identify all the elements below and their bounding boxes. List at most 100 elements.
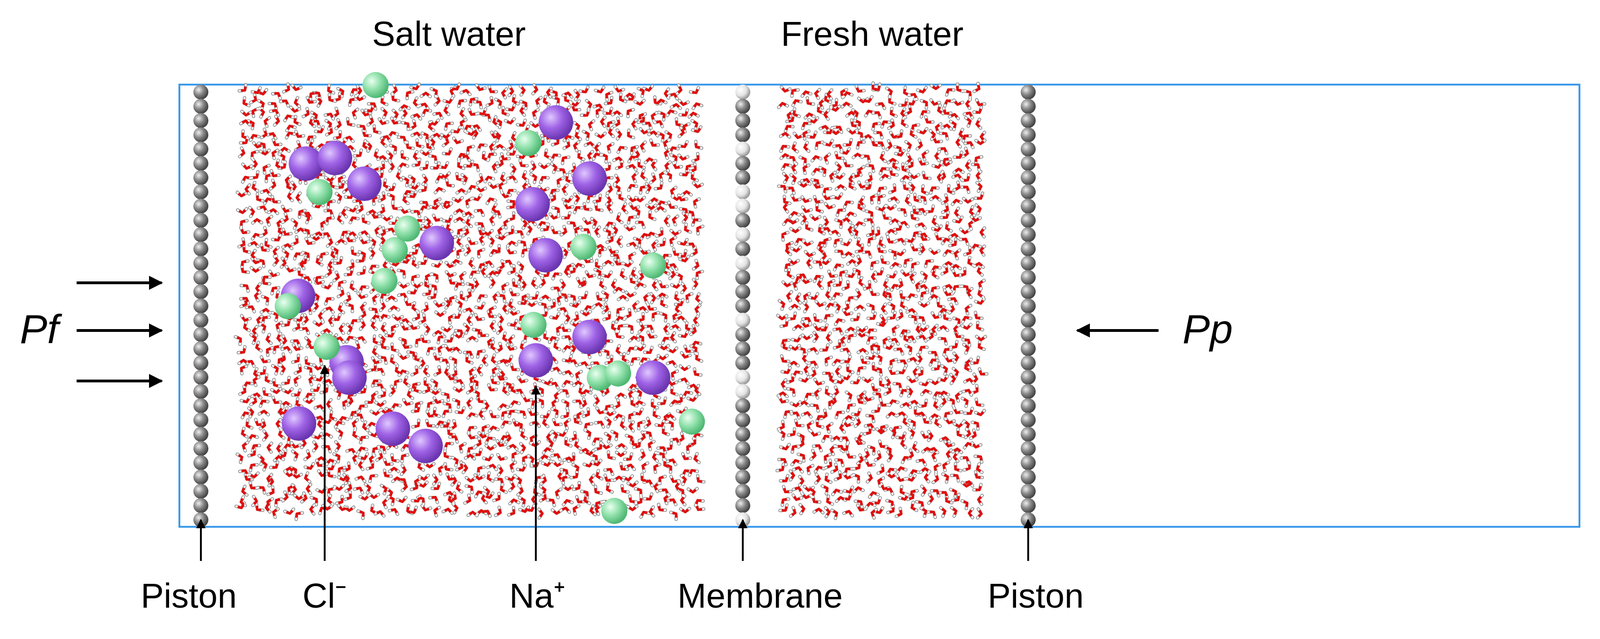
membrane-atom [735, 241, 751, 257]
oxygen-stick [238, 85, 985, 517]
pressure-label: Pp [1182, 308, 1233, 350]
piston-atom [1020, 412, 1036, 428]
sodium-ion [332, 360, 367, 395]
piston-atom [193, 127, 209, 143]
piston-atom [1020, 270, 1036, 285]
part-label: Piston [987, 578, 1084, 613]
piston-atom [193, 455, 209, 470]
sodium-ion [408, 428, 443, 463]
chloride-ion [570, 233, 597, 260]
sodium-ion [515, 186, 550, 222]
piston-atom [1020, 426, 1036, 442]
hydrogen-bond-outline [235, 82, 987, 520]
piston-atom [193, 341, 209, 356]
piston-atom [1020, 497, 1036, 513]
membrane-atom [735, 170, 751, 185]
pressure-arrow [76, 281, 162, 285]
membrane-atom [735, 141, 751, 157]
membrane-atom [735, 341, 751, 356]
piston-atom [1020, 298, 1036, 314]
piston-atom [193, 241, 209, 257]
leader-line [741, 519, 744, 561]
piston-atom [1020, 455, 1036, 470]
piston-atom [193, 141, 209, 157]
piston-atom [1020, 198, 1036, 214]
piston-atom [1020, 227, 1036, 242]
piston-atom [193, 170, 209, 185]
piston-atom [1020, 255, 1036, 271]
membrane-atom [735, 99, 751, 114]
piston-atom [193, 412, 209, 428]
membrane-atom [735, 84, 751, 100]
piston-atom [1020, 440, 1036, 456]
chloride-ion [515, 129, 542, 157]
sodium-ion [538, 105, 574, 140]
membrane-atom [735, 469, 751, 485]
piston-atom [193, 298, 209, 314]
pressure-label: Pf [19, 308, 59, 350]
piston-atom [1020, 141, 1036, 157]
piston-atom [193, 84, 209, 100]
leader-line [534, 385, 537, 561]
piston-atom [193, 156, 209, 171]
chloride-ion [678, 408, 705, 435]
pressure-arrows [76, 282, 1159, 381]
piston-atom [1020, 284, 1036, 299]
membrane-atom [735, 113, 751, 128]
membrane-atom [735, 355, 751, 371]
chloride-ion [604, 360, 632, 387]
sodium-ion [375, 411, 411, 446]
water-molecules [235, 82, 987, 520]
leader-line [1027, 519, 1030, 561]
membrane-atom [735, 327, 751, 342]
chloride-ion [306, 178, 333, 206]
chloride-ion [313, 333, 340, 360]
piston-atom [1020, 84, 1036, 100]
membrane-atom [735, 426, 751, 442]
sodium-ion [635, 360, 671, 395]
piston-atom [1020, 369, 1036, 385]
membrane-atom [735, 127, 751, 143]
chloride-ion [520, 311, 547, 338]
piston-atom [193, 426, 209, 442]
chloride-ion [274, 292, 301, 320]
membrane-atom [735, 270, 751, 285]
piston-atom [193, 284, 209, 299]
piston-atom [193, 99, 209, 114]
piston-atom [193, 384, 209, 399]
piston-atom [193, 355, 209, 371]
piston-atom [193, 213, 209, 228]
sodium-ion [518, 342, 554, 378]
piston-atom [193, 227, 209, 242]
piston-atom [1020, 127, 1036, 143]
piston-atom [1020, 241, 1036, 257]
membrane-atom [735, 213, 751, 228]
membrane-atom [735, 255, 751, 271]
sodium-ion [528, 237, 563, 273]
piston-atom [1020, 469, 1036, 485]
region-label: Salt water [371, 16, 526, 52]
piston-atom [193, 497, 209, 513]
pressure-arrow [76, 328, 162, 332]
chloride-ion [601, 497, 628, 524]
piston-atom [193, 327, 209, 342]
sodium-ion [317, 140, 353, 176]
chloride-ion [394, 215, 421, 242]
piston-atom [193, 440, 209, 456]
piston-atom [193, 369, 209, 385]
pressure-arrow [1077, 328, 1159, 332]
membrane-atom [735, 227, 751, 242]
piston-atom [193, 483, 209, 499]
membrane-atom [735, 184, 751, 200]
membrane-atom [735, 298, 751, 314]
piston-atom [1020, 99, 1036, 114]
sodium-ion [572, 161, 607, 196]
membrane-atom [735, 156, 751, 171]
membrane-atom [735, 198, 751, 214]
piston-atom [1020, 156, 1036, 171]
piston-atom [193, 398, 209, 413]
membrane-atom [735, 284, 751, 299]
leader-line [323, 365, 326, 561]
sodium-ion [281, 405, 317, 441]
